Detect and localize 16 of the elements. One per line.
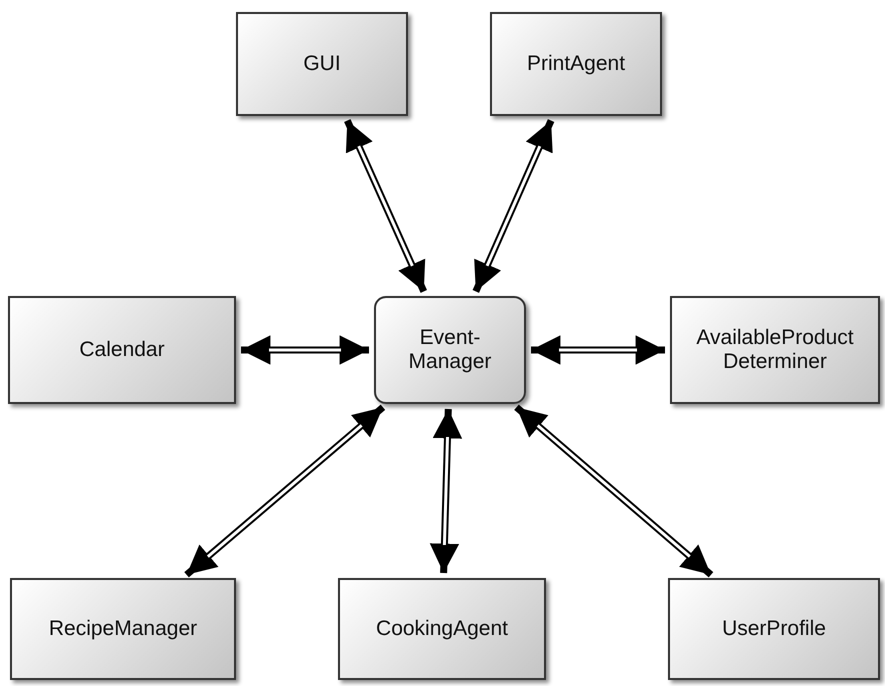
node-label: Calendar	[79, 338, 165, 362]
node-label: CookingAgent	[376, 617, 508, 641]
process-box	[374, 296, 526, 404]
node-label: Event-Manager	[408, 326, 492, 374]
process-box	[236, 12, 408, 116]
process-box	[338, 578, 546, 680]
node-label: GUI	[303, 52, 341, 76]
process-box	[668, 578, 880, 680]
process-box	[8, 296, 236, 404]
process-box	[670, 296, 880, 404]
node-label: RecipeManager	[48, 617, 198, 641]
process-box	[490, 12, 662, 116]
node-label: AvailableProduct Determiner	[695, 326, 855, 374]
node-label: UserProfile	[722, 617, 826, 641]
node-label: PrintAgent	[526, 52, 626, 76]
process-box	[10, 578, 236, 680]
